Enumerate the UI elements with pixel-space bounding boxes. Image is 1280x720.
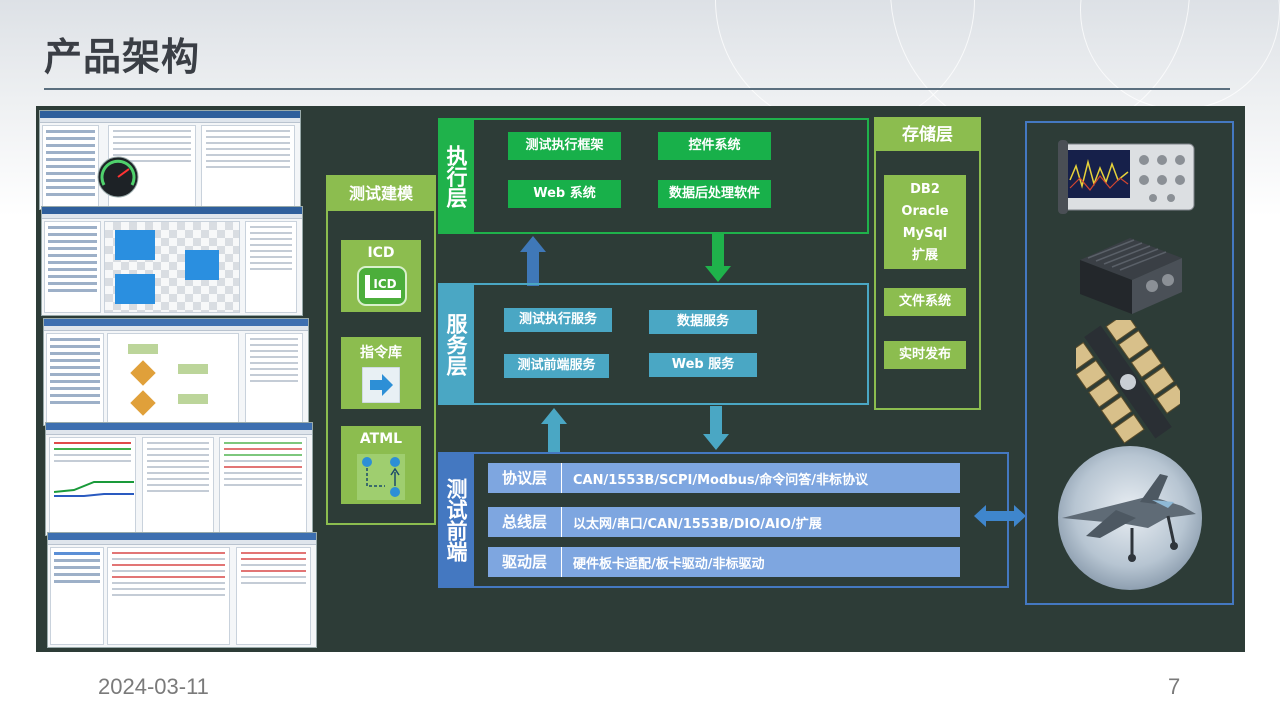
modeling-tool-command-library[interactable]: 指令库	[341, 337, 421, 409]
arrow-down-icon	[705, 234, 731, 282]
rugged-computer-icon	[1080, 238, 1182, 314]
frontend-row-name: 驱动层	[488, 547, 562, 577]
slide-title: 产品架构	[44, 35, 201, 79]
test-frontend-label: 测试前端	[438, 452, 474, 588]
screenshot-thumbnail	[39, 110, 301, 210]
frontend-row-value: 硬件板卡适配/板卡驱动/非标驱动	[573, 556, 765, 572]
execution-layer-label: 执行层	[438, 118, 474, 234]
service-item[interactable]: 测试执行服务	[504, 308, 612, 332]
frontend-row-driver[interactable]: 驱动层 硬件板卡适配/板卡驱动/非标驱动	[488, 547, 960, 577]
execution-item[interactable]: Web 系统	[508, 180, 621, 208]
execution-item[interactable]: 测试执行框架	[508, 132, 621, 160]
database-item: 扩展	[911, 248, 938, 263]
screenshot-thumbnail	[41, 206, 303, 316]
database-item: Oracle	[901, 204, 949, 219]
database-item: DB2	[910, 182, 940, 197]
storage-layer-title: 存储层	[876, 119, 979, 151]
arrow-up-icon	[541, 408, 567, 454]
service-layer-panel	[472, 283, 869, 405]
service-item[interactable]: 数据服务	[649, 310, 757, 334]
fighter-jet-icon	[1058, 446, 1202, 590]
arrow-right-icon	[362, 367, 400, 403]
frontend-row-value: CAN/1553B/SCPI/Modbus/命令问答/非标协议	[573, 472, 869, 488]
screenshot-thumbnail	[47, 532, 317, 648]
storage-layer-panel	[874, 117, 981, 410]
icd-icon: ICD	[357, 266, 407, 306]
flow-nodes-icon	[357, 454, 405, 500]
test-modeling-panel	[326, 175, 436, 525]
service-item[interactable]: Web 服务	[649, 353, 757, 377]
slide-page-number: 7	[1168, 674, 1181, 699]
database-item: MySql	[902, 226, 948, 241]
icd-icon-text: ICD	[373, 277, 396, 291]
modeling-tool-label: ICD	[367, 245, 395, 261]
frontend-row-bus[interactable]: 总线层 以太网/串口/CAN/1553B/DIO/AIO/扩展	[488, 507, 960, 537]
modeling-tool-atml[interactable]: ATML	[341, 426, 421, 504]
screenshot-thumbnail	[45, 422, 313, 536]
slide-date: 2024-03-11	[98, 674, 209, 699]
frontend-row-protocol[interactable]: 协议层 CAN/1553B/SCPI/Modbus/命令问答/非标协议	[488, 463, 960, 493]
test-modeling-title: 测试建模	[328, 177, 434, 211]
modeling-tool-icd[interactable]: ICD ICD	[341, 240, 421, 312]
modeling-tool-label: ATML	[359, 431, 403, 447]
device-panel	[1025, 121, 1234, 605]
modeling-tool-label: 指令库	[360, 345, 402, 361]
execution-layer-panel	[472, 118, 869, 234]
frontend-row-value: 以太网/串口/CAN/1553B/DIO/AIO/扩展	[573, 516, 822, 532]
execution-item[interactable]: 数据后处理软件	[658, 180, 771, 208]
storage-item[interactable]: 实时发布	[884, 341, 966, 369]
architecture-diagram: 测试建模 ICD ICD 指令库 ATML 执行层 测试执行框架 控	[36, 106, 1245, 652]
satellite-icon	[1076, 320, 1180, 444]
storage-item[interactable]: 文件系统	[884, 288, 966, 316]
arrow-down-icon	[703, 406, 729, 450]
frontend-row-name: 协议层	[488, 463, 562, 493]
oscilloscope-icon	[1058, 140, 1195, 214]
double-arrow-icon	[974, 505, 1026, 527]
screenshot-thumbnail	[43, 318, 309, 426]
frontend-row-name: 总线层	[488, 507, 562, 537]
service-layer-label: 服务层	[438, 283, 474, 405]
database-list[interactable]: DB2 Oracle MySql 扩展	[884, 175, 966, 269]
arrow-up-icon	[520, 236, 546, 286]
title-divider	[44, 88, 1230, 90]
service-item[interactable]: 测试前端服务	[504, 354, 609, 378]
execution-item[interactable]: 控件系统	[658, 132, 771, 160]
